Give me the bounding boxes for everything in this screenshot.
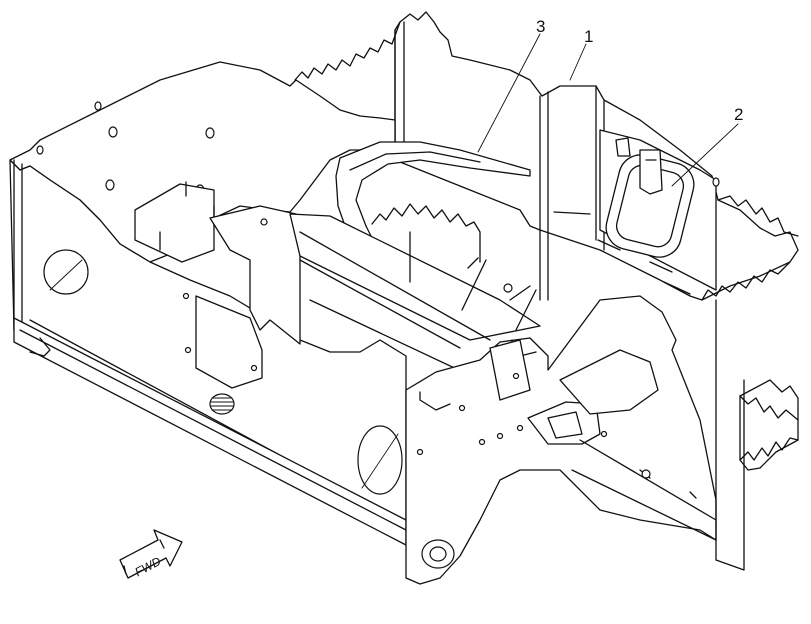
center-gusset-plate <box>209 205 301 345</box>
handle-bracket <box>639 149 663 195</box>
left-bottom-rail-edge <box>19 329 407 531</box>
callout-3-leader <box>477 33 541 153</box>
front-hole-6 <box>600 430 608 438</box>
front-hole-7 <box>416 448 424 456</box>
front-hole-2 <box>516 424 524 432</box>
front-hole-3 <box>478 438 486 446</box>
right-far-vertical-edge <box>715 299 745 571</box>
front-lower-nut <box>641 469 651 479</box>
left-wall-small-hole-3 <box>105 179 115 191</box>
callout-2-leader <box>671 123 739 187</box>
inner-nut <box>503 283 513 293</box>
left-wall-small-hole-5 <box>36 145 44 155</box>
center-gusset-hole-2 <box>182 292 190 300</box>
callout-3-label: 3 <box>536 17 545 36</box>
right-tail-plate <box>739 379 799 471</box>
callout-1-label: 1 <box>584 27 593 46</box>
drain-grate <box>209 393 235 415</box>
left-wall-small-hole-1 <box>108 126 118 138</box>
front-lower-bore-inner <box>429 546 447 562</box>
front-pivot-slot-inner <box>547 411 583 439</box>
left-side-top-flange <box>13 159 401 521</box>
center-gusset-hole <box>260 218 268 226</box>
right-wall-hole <box>712 177 720 187</box>
inner-rods <box>461 257 537 331</box>
right-wall-slots <box>553 211 691 295</box>
front-upper-lug <box>489 339 531 401</box>
front-hole-5 <box>458 404 466 412</box>
center-cross-member <box>289 213 541 341</box>
right-wall-serrated-edge <box>701 195 799 301</box>
left-inner-bracket <box>134 183 215 263</box>
center-gusset-cutout <box>195 295 263 389</box>
left-front-bore-detail <box>361 433 399 489</box>
front-hole-4 <box>512 372 520 380</box>
callout-2-label: 2 <box>734 105 743 124</box>
right-tail-teeth <box>739 395 799 461</box>
drain-grate-slots <box>210 397 234 411</box>
front-window-cutout <box>559 349 659 415</box>
rear-wall-serrated-edge <box>294 21 401 81</box>
center-cross-member-edge <box>299 231 491 381</box>
center-gusset-hole-3 <box>184 346 192 354</box>
curved-channel-inner <box>349 151 481 171</box>
handle-bracket-detail <box>615 137 657 161</box>
front-lower-edge <box>571 439 717 541</box>
rear-wall-inner-corner <box>394 21 605 301</box>
callout-1-leader <box>569 43 587 81</box>
forward-direction-arrow: FWD <box>119 529 183 579</box>
front-hole-1 <box>496 432 504 440</box>
left-wall-large-bore <box>43 249 89 295</box>
left-wall-small-hole-6 <box>94 101 102 111</box>
center-gusset-hole-4 <box>250 364 258 372</box>
left-wall-bore-detail <box>49 259 83 291</box>
inner-serrated-plate <box>371 203 481 283</box>
left-wall-small-hole-2 <box>205 127 215 139</box>
